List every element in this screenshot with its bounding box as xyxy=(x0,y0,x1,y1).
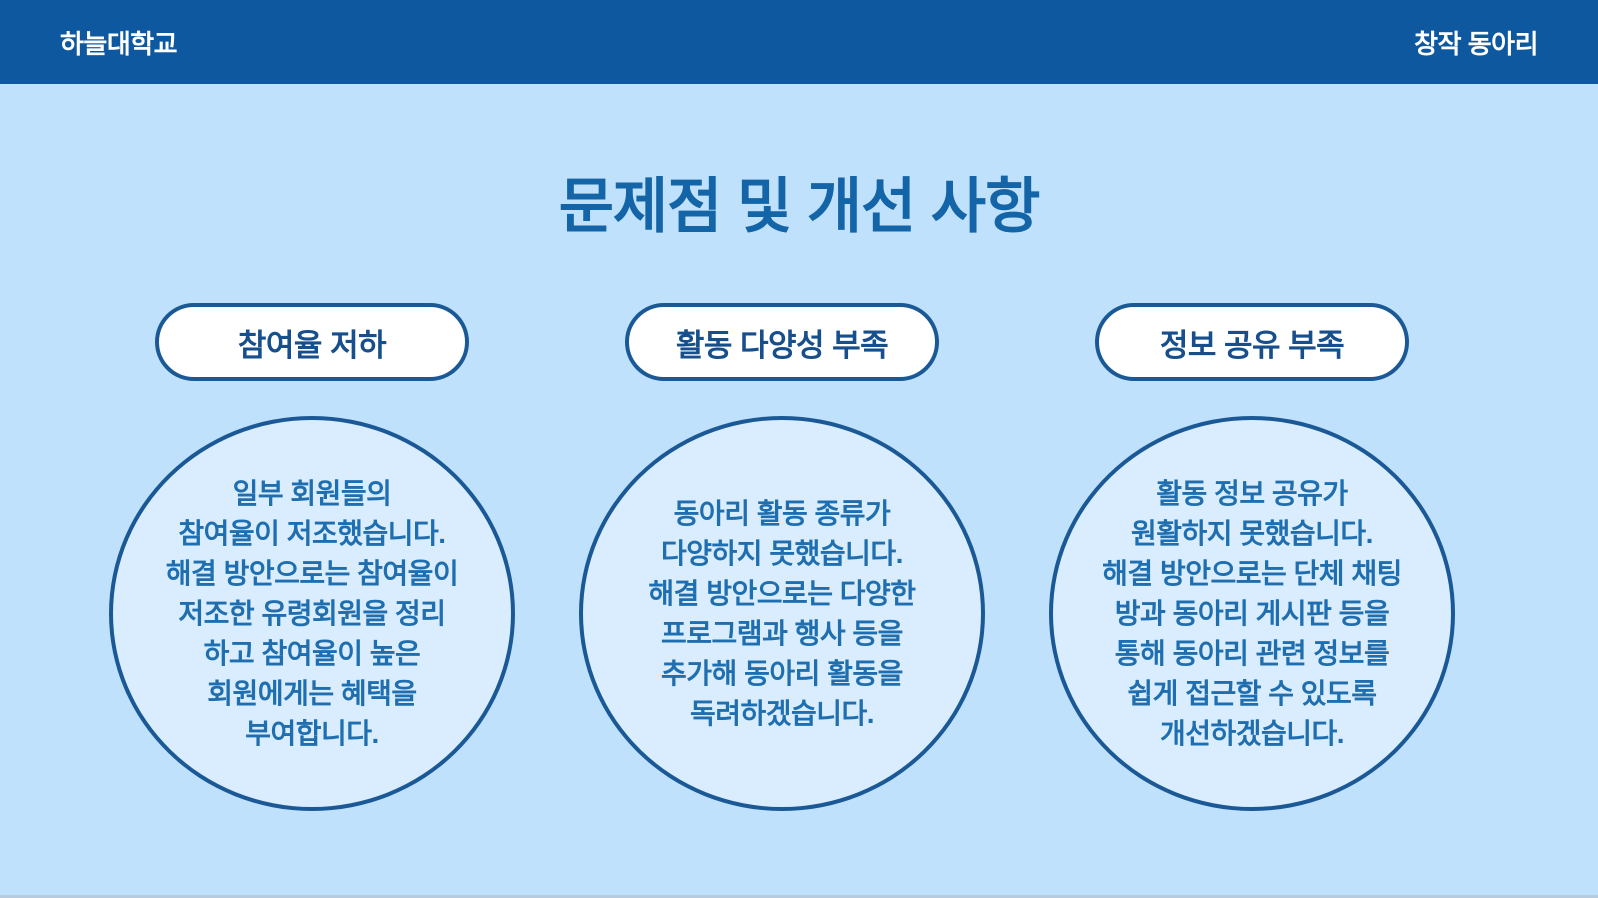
pill-label: 참여율 저하 xyxy=(237,327,387,363)
circle-body-text: 일부 회원들의 참여율이 저조했습니다. 해결 방안으로는 참여율이 저조한 유… xyxy=(165,477,459,749)
bottom-edge-strip xyxy=(0,895,1598,898)
problem-column-information: 정보 공유 부족 활동 정보 공유가 원활하지 못했습니다. 해결 방안으로는 … xyxy=(1049,303,1455,811)
problem-column-diversity: 활동 다양성 부족 동아리 활동 종류가 다양하지 못했습니다. 해결 방안으로… xyxy=(579,303,985,811)
pill-label: 활동 다양성 부족 xyxy=(675,327,889,363)
circle-body-text: 동아리 활동 종류가 다양하지 못했습니다. 해결 방안으로는 다양한 프로그램… xyxy=(648,497,916,729)
club-name: 창작 동아리 xyxy=(1414,28,1538,59)
problem-column-participation: 참여율 저하 일부 회원들의 참여율이 저조했습니다. 해결 방안으로는 참여율… xyxy=(109,303,515,811)
circle-activity-diversity: 동아리 활동 종류가 다양하지 못했습니다. 해결 방안으로는 다양한 프로그램… xyxy=(579,416,985,811)
pill-participation-decline: 참여율 저하 xyxy=(155,303,469,381)
page-title: 문제점 및 개선 사항 xyxy=(558,173,1041,240)
slide-header: 하늘대학교 창작 동아리 xyxy=(0,0,1598,84)
circle-participation-decline: 일부 회원들의 참여율이 저조했습니다. 해결 방안으로는 참여율이 저조한 유… xyxy=(109,416,515,811)
pill-activity-diversity: 활동 다양성 부족 xyxy=(625,303,939,381)
circle-information-sharing: 활동 정보 공유가 원활하지 못했습니다. 해결 방안으로는 단체 채팅 방과 … xyxy=(1049,416,1455,811)
circle-body-text: 활동 정보 공유가 원활하지 못했습니다. 해결 방안으로는 단체 채팅 방과 … xyxy=(1102,477,1402,749)
pill-label: 정보 공유 부족 xyxy=(1159,327,1345,363)
pill-information-sharing: 정보 공유 부족 xyxy=(1095,303,1409,381)
university-name: 하늘대학교 xyxy=(60,28,178,59)
